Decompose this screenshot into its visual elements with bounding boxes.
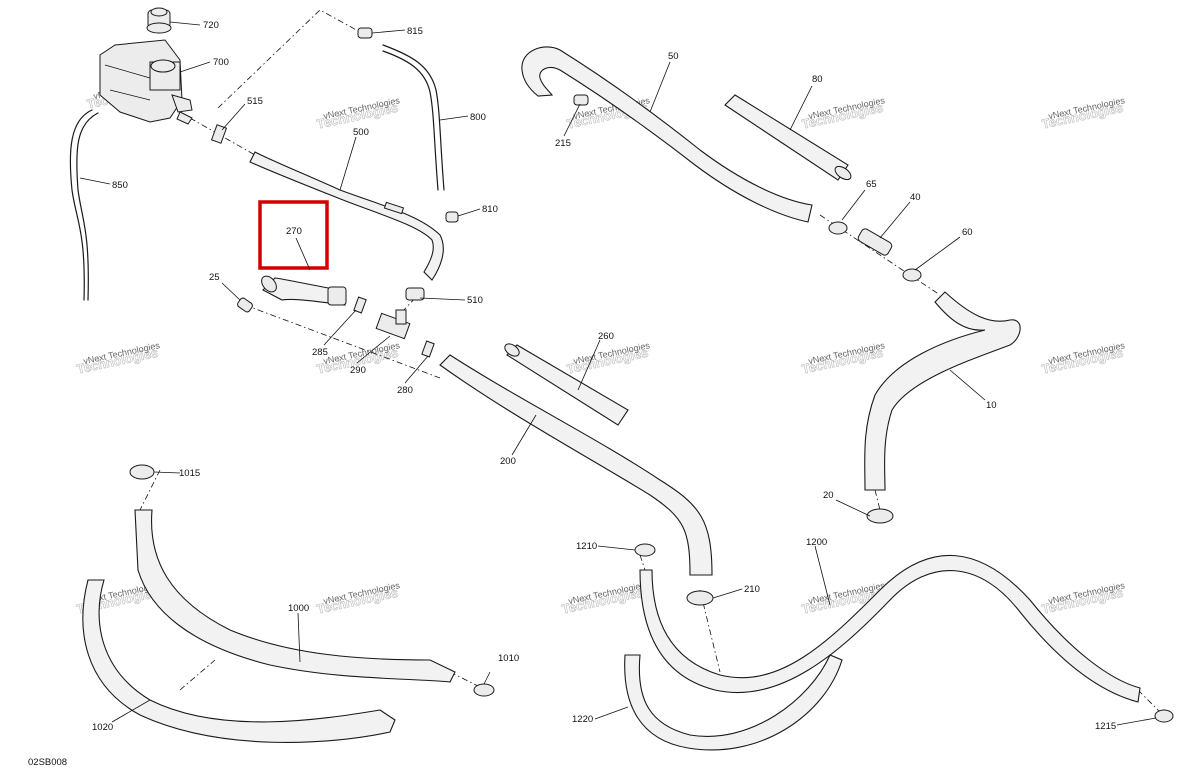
hose-10 xyxy=(864,291,1021,491)
hose-1020 xyxy=(82,579,396,743)
watermark: Technologies vNext Technologies xyxy=(560,580,646,617)
callout-80: 80 xyxy=(812,74,823,85)
expansion-tank xyxy=(99,39,193,125)
watermark: Technologies vNext Technologies xyxy=(75,340,161,377)
watermark: Technologies vNext Technologies xyxy=(800,340,886,377)
callouts: 720 700 815 515 500 800 850 810 270 25 5… xyxy=(92,20,1116,733)
callout-65: 65 xyxy=(866,179,877,190)
fitting-285 xyxy=(353,296,367,314)
callout-10: 10 xyxy=(986,400,997,411)
highlight-box-270 xyxy=(258,200,329,270)
callout-850: 850 xyxy=(112,180,128,191)
hose-50 xyxy=(521,46,813,223)
callout-1010: 1010 xyxy=(498,653,519,664)
hose-800-edge xyxy=(382,50,439,191)
callout-1210: 1210 xyxy=(576,541,597,552)
watermark: Technologies vNext Technologies xyxy=(1040,580,1126,617)
tank-cap xyxy=(146,7,172,34)
callout-260: 260 xyxy=(598,331,614,342)
callout-215: 215 xyxy=(555,138,571,149)
hose-1220 xyxy=(624,654,843,751)
callout-810: 810 xyxy=(482,204,498,215)
clamp-810 xyxy=(445,211,459,223)
clamp-1215 xyxy=(1154,709,1174,723)
callout-60: 60 xyxy=(962,227,973,238)
clamp-510 xyxy=(405,287,425,301)
callout-290: 290 xyxy=(350,365,366,376)
watermark: Technologies vNext Technologies xyxy=(565,340,651,377)
callout-1015: 1015 xyxy=(179,468,200,479)
hose-1000 xyxy=(134,509,456,683)
callout-700: 700 xyxy=(213,57,229,68)
callout-720: 720 xyxy=(203,20,219,31)
callout-510: 510 xyxy=(467,295,483,306)
clamp-20 xyxy=(866,508,894,524)
callout-515: 515 xyxy=(247,96,263,107)
callout-1200: 1200 xyxy=(806,537,827,548)
callout-500: 500 xyxy=(353,127,369,138)
clamp-215 xyxy=(573,94,589,106)
clamp-25 xyxy=(237,297,253,313)
clamp-815 xyxy=(357,27,373,39)
callout-25: 25 xyxy=(209,272,220,283)
hose-200 xyxy=(439,354,713,576)
clamp-1010 xyxy=(473,683,495,697)
diagram-code: 02SB008 xyxy=(28,757,67,768)
tee-fitting-290 xyxy=(375,309,411,340)
hose-80 xyxy=(724,94,849,181)
leader-lines xyxy=(79,21,1157,726)
hose-500 xyxy=(249,151,444,281)
clamp-60 xyxy=(902,268,922,282)
hose-800 xyxy=(382,44,445,191)
hose-850 xyxy=(69,109,93,301)
callout-210: 210 xyxy=(744,584,760,595)
callout-1220: 1220 xyxy=(572,714,593,725)
callout-50: 50 xyxy=(668,51,679,62)
callout-20: 20 xyxy=(823,490,834,501)
fitting-280 xyxy=(421,340,435,358)
clamp-1210 xyxy=(634,543,656,557)
callout-200: 200 xyxy=(500,456,516,467)
callout-1215: 1215 xyxy=(1095,721,1116,732)
clamp-210 xyxy=(686,590,714,606)
connector-40 xyxy=(857,228,893,256)
hose-1200 xyxy=(639,555,1141,703)
watermark: Technologies vNext Technologies xyxy=(315,580,401,617)
callout-1000: 1000 xyxy=(288,603,309,614)
watermark: Technologies vNext Technologies xyxy=(800,95,886,132)
callout-280: 280 xyxy=(397,385,413,396)
watermark: Technologies vNext Technologies xyxy=(1040,340,1126,377)
callout-800: 800 xyxy=(470,112,486,123)
callout-270: 270 xyxy=(286,226,302,237)
hose-850-edge xyxy=(76,112,99,301)
callout-285: 285 xyxy=(312,347,328,358)
watermark: Technologies vNext Technologies xyxy=(1040,95,1126,132)
part-270-elbow-hose xyxy=(261,275,347,306)
clamp-65 xyxy=(828,221,848,235)
callout-40: 40 xyxy=(910,192,921,203)
callout-1020: 1020 xyxy=(92,722,113,733)
callout-815: 815 xyxy=(407,26,423,37)
clamp-1015 xyxy=(129,464,155,480)
